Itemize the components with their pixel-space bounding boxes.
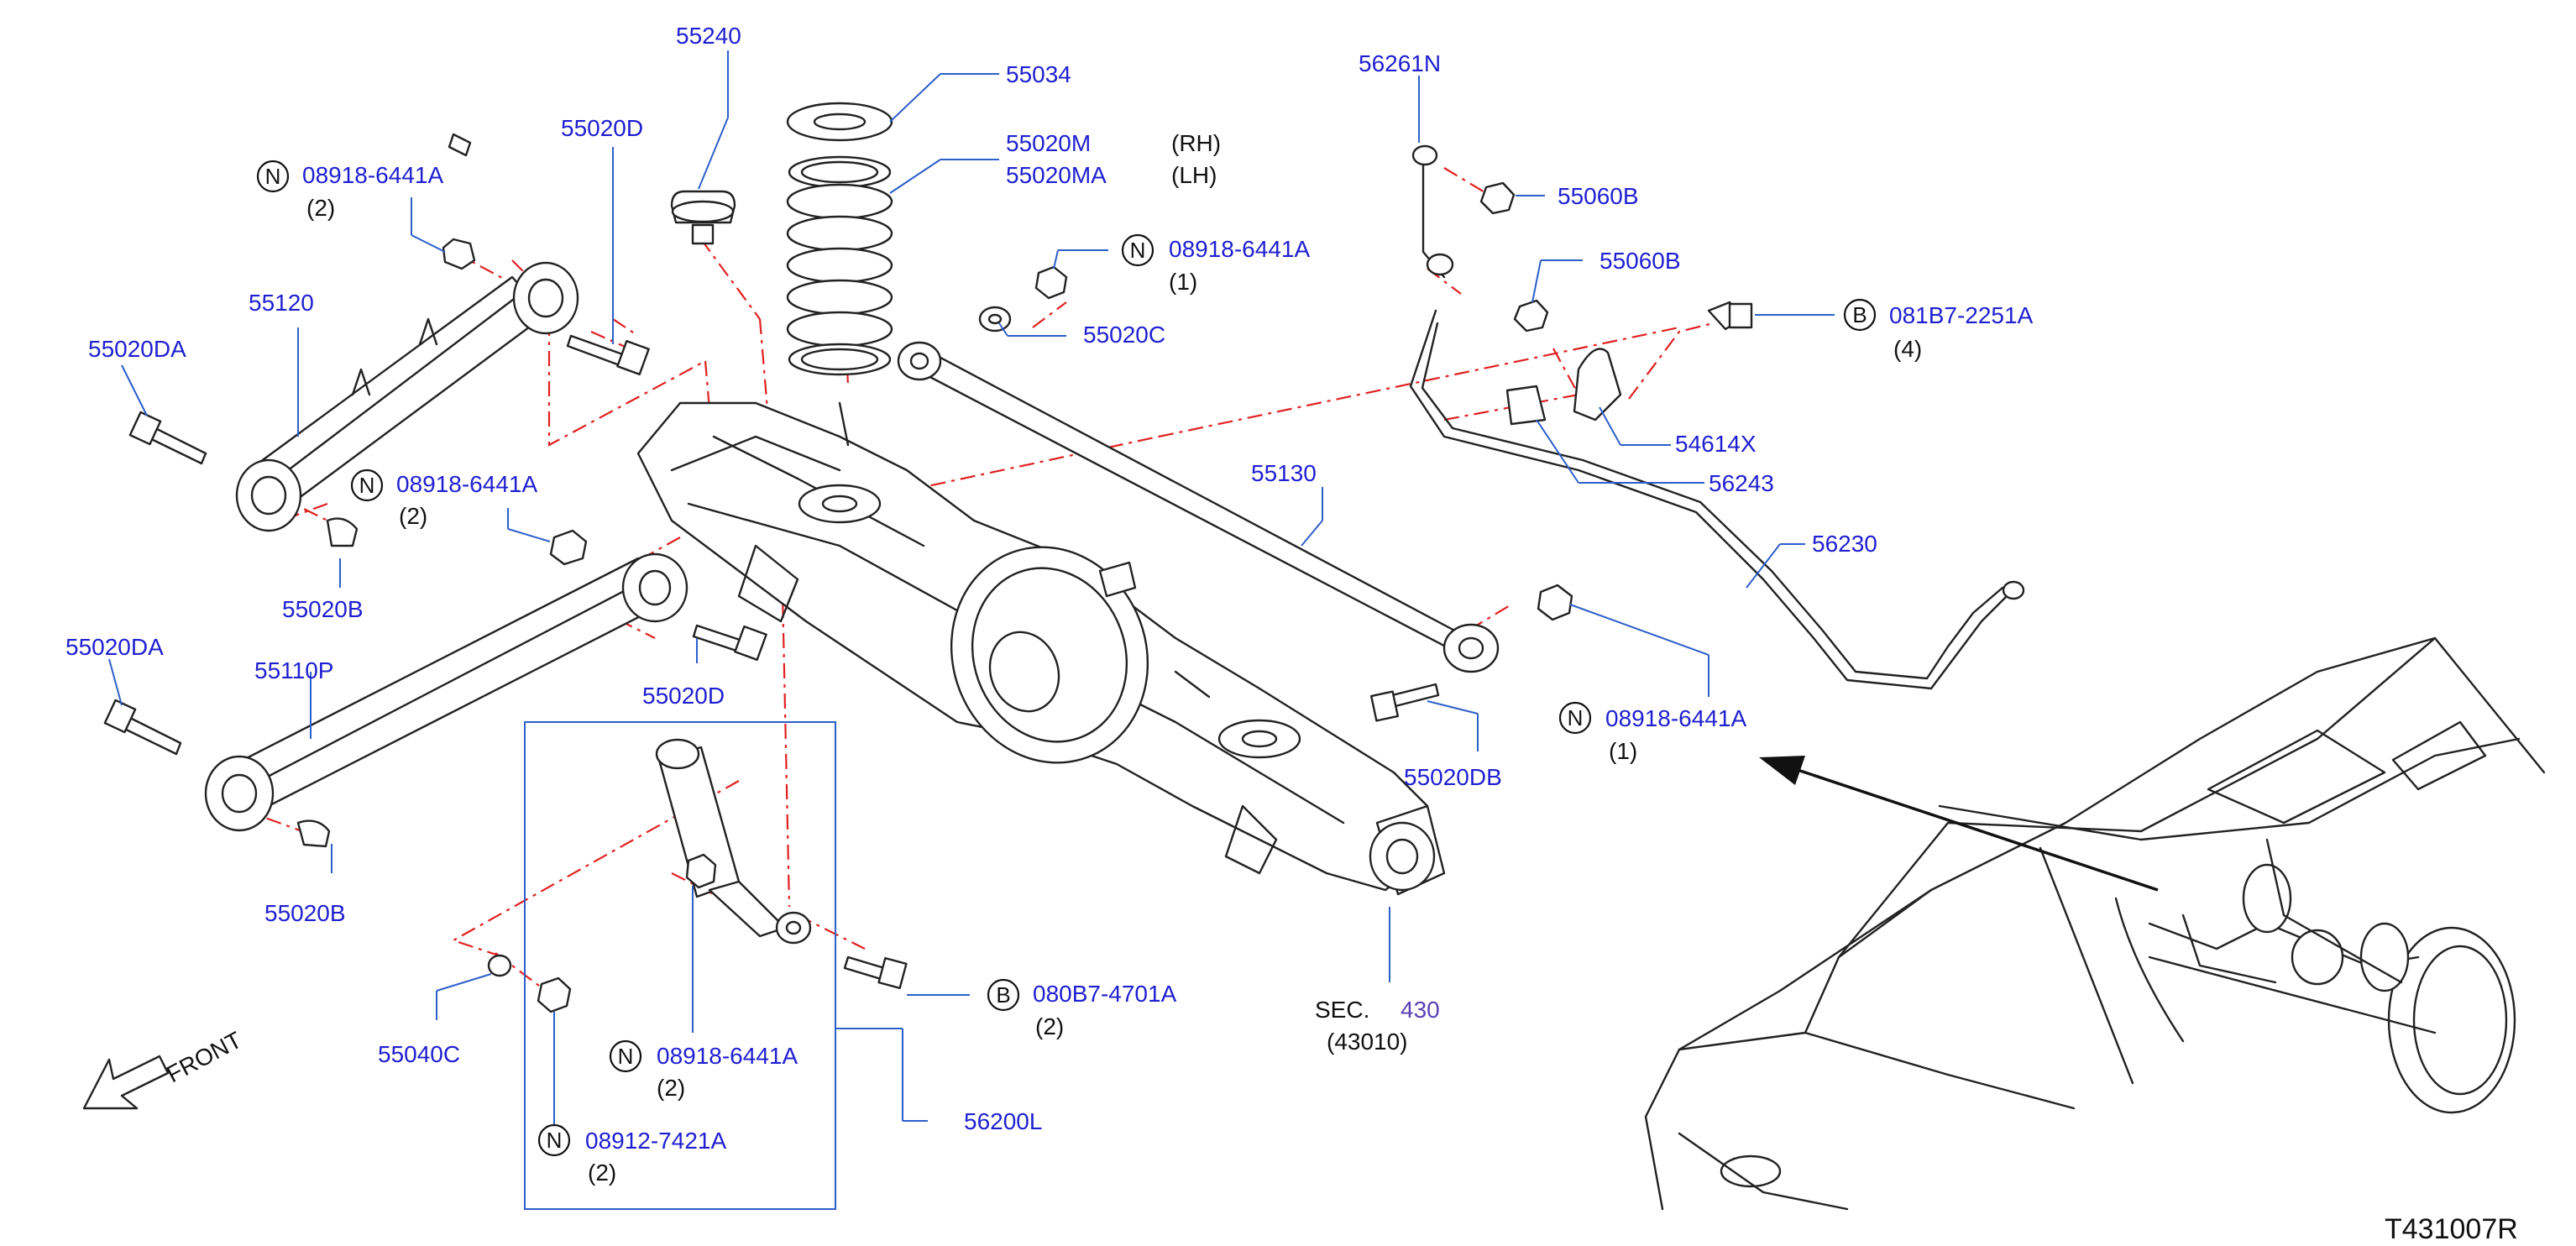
stabilizer-bar-drawing xyxy=(1409,144,2025,690)
rh-note: (RH) xyxy=(1171,130,1221,156)
part-label-56230[interactable]: 56230 xyxy=(1812,531,1877,557)
front-label: FRONT xyxy=(162,1027,246,1088)
svg-text:N: N xyxy=(1568,705,1584,730)
badge-n-3: N xyxy=(1121,233,1154,267)
part-label-08918-6441A-upper-left[interactable]: 08918-6441A xyxy=(302,162,443,188)
qty-label: (2) xyxy=(588,1160,616,1186)
section-ref-link[interactable]: 430 xyxy=(1401,997,1440,1023)
svg-text:N: N xyxy=(265,164,281,189)
section-ref-sub: (43010) xyxy=(1327,1029,1408,1055)
svg-text:N: N xyxy=(618,1044,634,1069)
part-label-08912-7421A[interactable]: 08912-7421A xyxy=(585,1128,726,1154)
part-label-080B7-4701A[interactable]: 080B7-4701A xyxy=(1033,981,1177,1007)
part-label-55020B-upper[interactable]: 55020B xyxy=(282,596,364,622)
qty-label: (2) xyxy=(399,503,427,529)
qty-label: (2) xyxy=(1035,1013,1064,1039)
location-pointer-arrow xyxy=(1759,756,2159,892)
rear-axle-housing-drawing xyxy=(636,401,1446,896)
part-label-55020M[interactable]: 55020M xyxy=(1006,130,1091,156)
svg-text:B: B xyxy=(1852,302,1867,327)
badge-n-6: N xyxy=(537,1123,571,1157)
badge-n-5: N xyxy=(609,1039,642,1073)
part-label-55060B-1[interactable]: 55060B xyxy=(1558,183,1639,209)
part-label-08918-6441A-right[interactable]: 08918-6441A xyxy=(1605,705,1746,731)
coil-spring-drawing xyxy=(786,102,893,376)
part-label-55020DA-upper[interactable]: 55020DA xyxy=(88,336,186,362)
bolt-drawings-left xyxy=(103,133,767,848)
part-label-08918-6441A-upper-right[interactable]: 08918-6441A xyxy=(1169,236,1310,262)
part-label-55060B-2[interactable]: 55060B xyxy=(1600,248,1681,274)
shock-absorber-drawing xyxy=(487,738,908,1013)
part-label-55020DA-lower[interactable]: 55020DA xyxy=(65,634,164,660)
upper-link-55130-drawing xyxy=(897,265,1573,722)
part-label-54614X[interactable]: 54614X xyxy=(1675,431,1757,457)
qty-label: (1) xyxy=(1169,269,1197,295)
qty-label: (1) xyxy=(1609,738,1637,764)
part-label-55020C[interactable]: 55020C xyxy=(1083,322,1165,348)
qty-label: (2) xyxy=(657,1075,685,1101)
part-label-56200L[interactable]: 56200L xyxy=(964,1108,1042,1134)
bump-stop-drawing xyxy=(670,190,736,245)
part-label-55120[interactable]: 55120 xyxy=(249,290,314,316)
part-label-55020D-mid[interactable]: 55020D xyxy=(642,683,725,709)
lower-link-55110P-drawing xyxy=(204,552,689,832)
part-label-55020MA[interactable]: 55020MA xyxy=(1006,162,1107,188)
part-label-55130[interactable]: 55130 xyxy=(1251,460,1317,486)
upper-link-55120-drawing xyxy=(235,261,579,532)
svg-text:N: N xyxy=(1130,238,1146,263)
part-label-55020D-upper[interactable]: 55020D xyxy=(561,115,643,141)
badge-n-2: N xyxy=(350,469,384,502)
section-ref-prefix: SEC. xyxy=(1315,997,1369,1023)
svg-text:N: N xyxy=(359,473,375,498)
part-label-55034[interactable]: 55034 xyxy=(1006,61,1071,87)
qty-label: (2) xyxy=(306,195,335,221)
part-label-56261N[interactable]: 56261N xyxy=(1359,50,1441,76)
part-label-08918-6441A-lower[interactable]: 08918-6441A xyxy=(657,1043,798,1069)
vehicle-location-illustration xyxy=(1644,636,2546,1211)
badge-b-2: B xyxy=(987,978,1020,1012)
part-label-081B7-2251A[interactable]: 081B7-2251A xyxy=(1889,302,2034,328)
diagram-id: T431007R xyxy=(2385,1213,2518,1245)
leader-lines xyxy=(108,50,1835,1210)
part-label-56243[interactable]: 56243 xyxy=(1709,470,1774,496)
badge-b-1: B xyxy=(1843,298,1877,332)
part-label-55020DB[interactable]: 55020DB xyxy=(1404,764,1502,790)
part-label-55020B-lower[interactable]: 55020B xyxy=(264,900,346,926)
part-labels: 55240 55034 55020M (RH) 55020MA (LH) 550… xyxy=(65,23,2518,1245)
part-label-55110P[interactable]: 55110P xyxy=(254,657,333,683)
front-direction-arrow xyxy=(82,1055,170,1110)
qty-label: (4) xyxy=(1893,336,1922,362)
part-label-55040C[interactable]: 55040C xyxy=(378,1041,460,1067)
svg-text:N: N xyxy=(547,1128,563,1153)
badge-n-4: N xyxy=(1558,701,1592,735)
part-label-08918-6441A-mid-left[interactable]: 08918-6441A xyxy=(396,471,537,497)
badge-n-1: N xyxy=(256,160,290,193)
svg-text:B: B xyxy=(996,982,1010,1008)
lh-note: (LH) xyxy=(1171,162,1217,188)
part-label-55240[interactable]: 55240 xyxy=(676,23,741,49)
